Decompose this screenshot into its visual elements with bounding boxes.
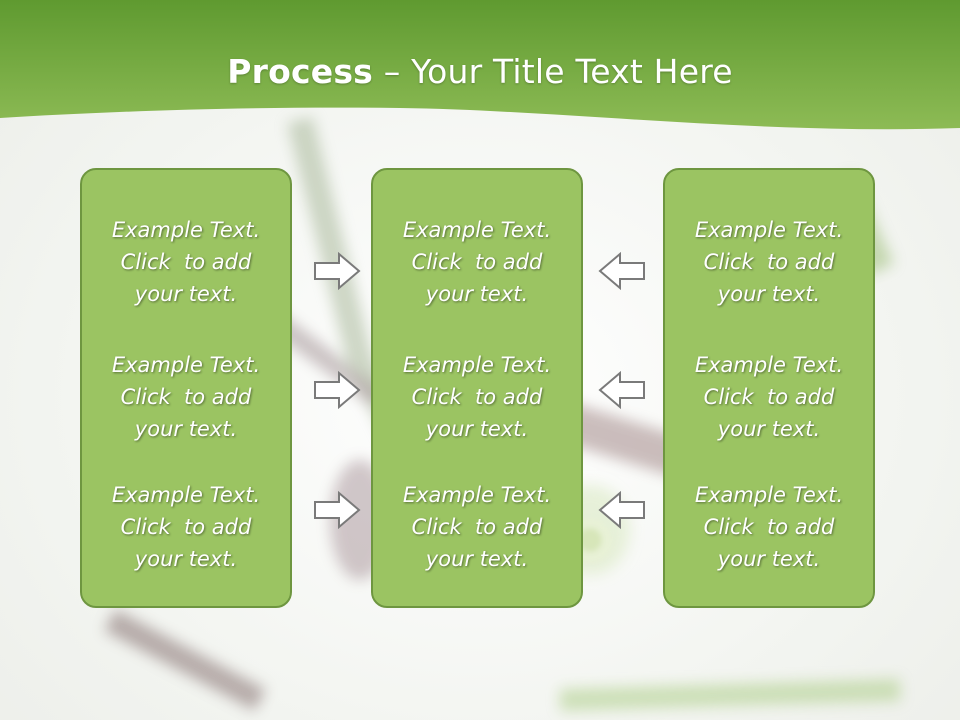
text-placeholder[interactable]: Example Text. Click to add your text. <box>82 479 290 575</box>
title-subtitle: – Your Title Text Here <box>373 52 733 91</box>
text-placeholder[interactable]: Example Text. Click to add your text. <box>373 349 581 445</box>
arrow-right-icon <box>314 252 361 290</box>
text-line: Example Text. <box>694 218 844 242</box>
text-line: Click to add <box>120 385 252 409</box>
header-band <box>0 0 960 130</box>
text-line: your text. <box>425 282 529 306</box>
text-line: Click to add <box>703 250 835 274</box>
text-placeholder[interactable]: Example Text. Click to add your text. <box>82 349 290 445</box>
text-line: Example Text. <box>694 353 844 377</box>
text-line: Example Text. <box>402 483 552 507</box>
text-line: your text. <box>134 282 238 306</box>
text-line: Click to add <box>411 515 543 539</box>
arrow-left-icon <box>598 252 645 290</box>
text-placeholder[interactable]: Example Text. Click to add your text. <box>665 349 873 445</box>
text-line: Click to add <box>411 385 543 409</box>
text-line: your text. <box>134 417 238 441</box>
arrow-right-icon <box>314 371 361 409</box>
text-placeholder[interactable]: Example Text. Click to add your text. <box>373 479 581 575</box>
text-line: Click to add <box>411 250 543 274</box>
text-line: your text. <box>134 547 238 571</box>
text-line: Example Text. <box>111 483 261 507</box>
text-placeholder[interactable]: Example Text. Click to add your text. <box>373 214 581 310</box>
text-placeholder[interactable]: Example Text. Click to add your text. <box>665 214 873 310</box>
text-line: Example Text. <box>402 353 552 377</box>
right-column-box[interactable]: Example Text. Click to add your text. Ex… <box>663 168 875 608</box>
text-line: Click to add <box>120 250 252 274</box>
text-line: your text. <box>425 417 529 441</box>
text-line: Click to add <box>703 515 835 539</box>
text-line: Example Text. <box>694 483 844 507</box>
text-line: your text. <box>717 547 821 571</box>
text-line: Click to add <box>703 385 835 409</box>
title-keyword: Process <box>227 52 374 91</box>
middle-column-box[interactable]: Example Text. Click to add your text. Ex… <box>371 168 583 608</box>
arrow-right-icon <box>314 491 361 529</box>
text-line: Click to add <box>120 515 252 539</box>
arrow-left-icon <box>598 491 645 529</box>
arrow-left-icon <box>598 371 645 409</box>
text-line: your text. <box>717 282 821 306</box>
left-column-box[interactable]: Example Text. Click to add your text. Ex… <box>80 168 292 608</box>
text-placeholder[interactable]: Example Text. Click to add your text. <box>665 479 873 575</box>
text-line: your text. <box>717 417 821 441</box>
slide-title: Process – Your Title Text Here <box>0 52 960 91</box>
text-line: Example Text. <box>402 218 552 242</box>
text-line: Example Text. <box>111 353 261 377</box>
text-line: your text. <box>425 547 529 571</box>
text-line: Example Text. <box>111 218 261 242</box>
text-placeholder[interactable]: Example Text. Click to add your text. <box>82 214 290 310</box>
